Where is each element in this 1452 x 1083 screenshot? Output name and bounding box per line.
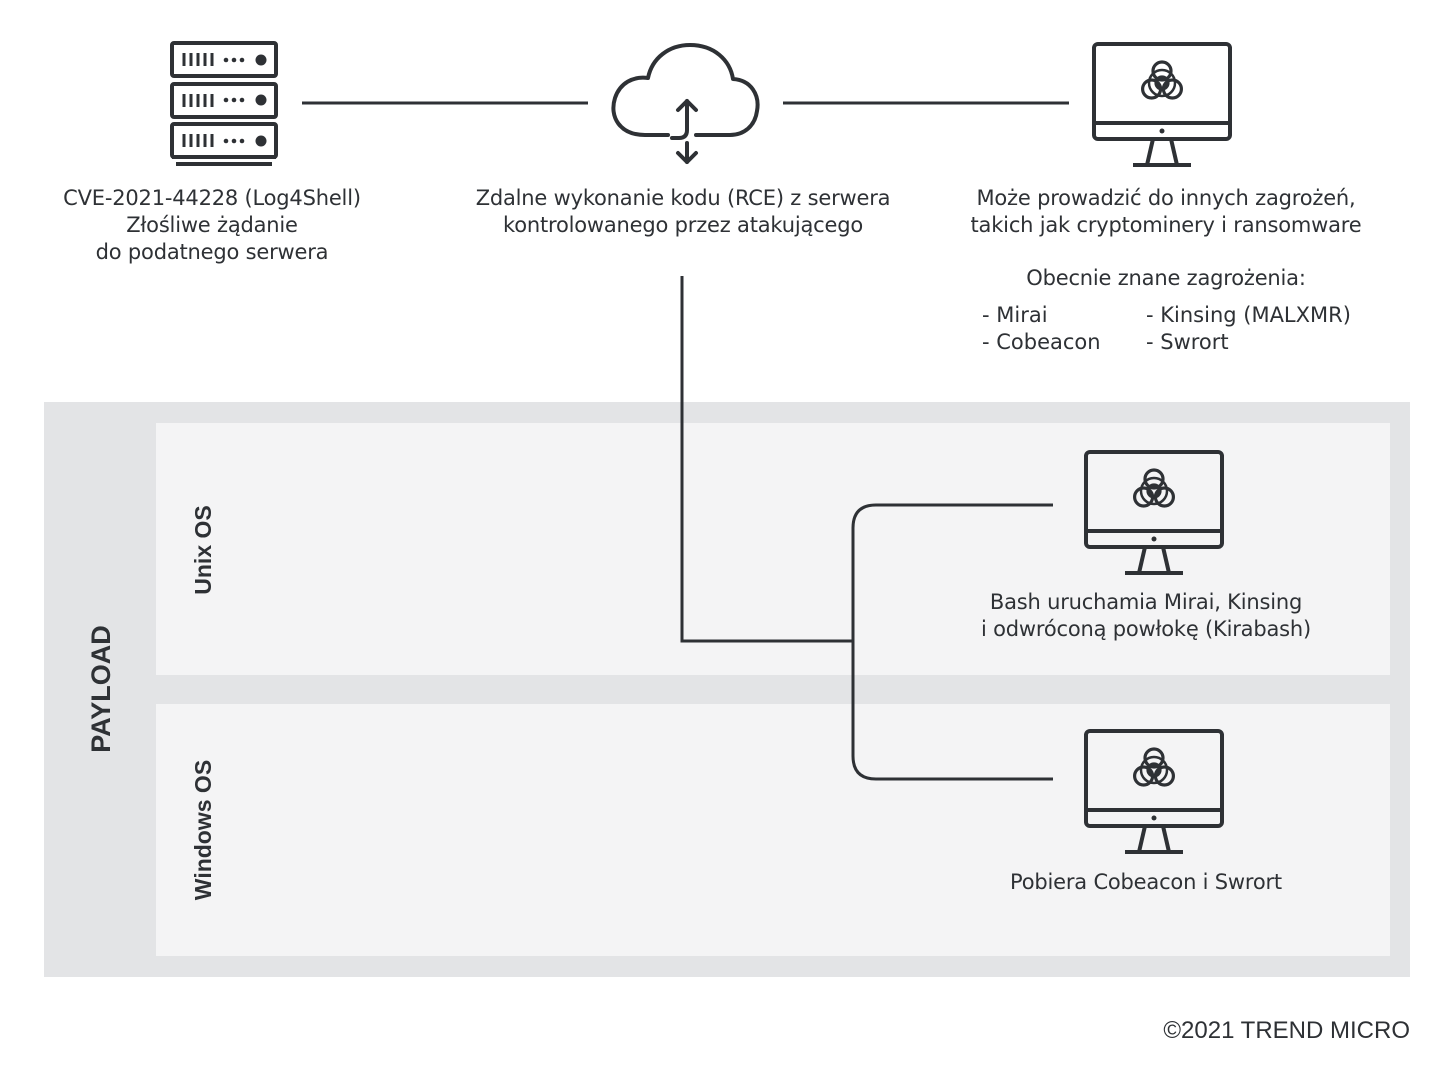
biohazard-monitor-icon-windows — [1084, 729, 1224, 854]
cloud-caption: Zdalne wykonanie kodu (RCE) z serwera ko… — [458, 185, 908, 239]
biohazard-monitor-icon-unix — [1084, 450, 1224, 575]
connector-lines — [302, 101, 1069, 781]
known-threats-title-text: Obecnie znane zagrożenia: — [1026, 266, 1306, 290]
unix-caption-line-1: Bash uruchamia Mirai, Kinsing — [989, 590, 1303, 614]
server-rack-icon — [170, 41, 278, 166]
unix-caption: Bash uruchamia Mirai, Kinsing i odwrócon… — [956, 589, 1336, 643]
connector-branch — [851, 503, 1053, 781]
threat-list-left: - Mirai - Cobeacon — [982, 302, 1101, 356]
server-caption-line-1: CVE-2021-44228 (Log4Shell) — [63, 186, 361, 210]
copyright: ©2021 TREND MICRO — [1163, 1017, 1410, 1044]
cloud-caption-line-2: kontrolowanego przez atakującego — [503, 213, 863, 237]
monitor-top-caption-line-1: Może prowadzić do innych zagrożeń, — [976, 186, 1356, 210]
connector-cloud-payload — [680, 276, 852, 643]
threat-item: - Kinsing (MALXMR) — [1146, 303, 1351, 327]
windows-lane — [156, 704, 1390, 956]
biohazard-monitor-icon-top — [1092, 42, 1232, 167]
monitor-top-caption-line-2: takich jak cryptominery i ransomware — [970, 213, 1362, 237]
known-threats-title: Obecnie znane zagrożenia: — [966, 265, 1366, 292]
threat-item: - Mirai — [982, 303, 1048, 327]
server-caption-line-2: Złośliwe żądanie — [126, 213, 298, 237]
windows-caption: Pobiera Cobeacon i Swrort — [956, 869, 1336, 896]
threat-item: - Cobeacon — [982, 330, 1101, 354]
threat-item: - Swrort — [1146, 330, 1229, 354]
unix-caption-line-2: i odwróconą powłokę (Kirabash) — [980, 617, 1311, 641]
cloud-caption-line-1: Zdalne wykonanie kodu (RCE) z serwera — [475, 186, 891, 210]
threat-list-right: - Kinsing (MALXMR) - Swrort — [1146, 302, 1351, 356]
server-caption-line-3: do podatnego serwera — [95, 240, 329, 264]
windows-caption-line-1: Pobiera Cobeacon i Swrort — [1010, 870, 1282, 894]
server-caption: CVE-2021-44228 (Log4Shell) Złośliwe żąda… — [42, 185, 382, 266]
monitor-top-caption: Może prowadzić do innych zagrożeń, takic… — [946, 185, 1386, 239]
cloud-sync-icon — [611, 43, 760, 164]
